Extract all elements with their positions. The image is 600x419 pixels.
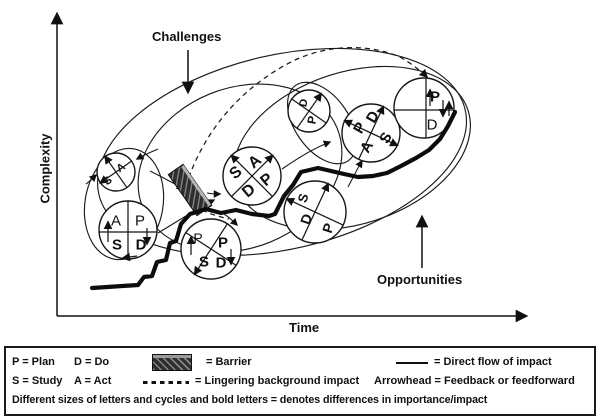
- axes: [50, 11, 529, 323]
- pdsa-cycle-1: S A: [96, 152, 136, 192]
- connector-into-cycle1: [85, 173, 98, 185]
- opportunities-label: Opportunities: [377, 272, 463, 287]
- pdsa-cycle-7: D P A S: [341, 103, 401, 163]
- x-axis-label: Time: [289, 320, 320, 335]
- dashed-line-icon: [143, 381, 189, 384]
- connector-into-left-envelope: [135, 148, 159, 160]
- cycle-circle: [393, 77, 455, 139]
- pdsa-cycle-5: S D P: [283, 180, 347, 244]
- connector-into-cycle4: [223, 213, 239, 227]
- cycle-letter: D: [216, 255, 227, 272]
- barrier-icon: [152, 354, 192, 371]
- connector-up-into-cycle7: [347, 159, 363, 188]
- connector-mid-to-cycle7: [281, 140, 332, 170]
- cycle-cross: [343, 105, 399, 160]
- challenges-label: Challenges: [152, 29, 222, 44]
- cycle-cross: [99, 201, 157, 262]
- cycle-letter: A: [111, 213, 121, 230]
- cycle-letter: D: [297, 98, 310, 108]
- y-axis-label: Complexity: [37, 133, 53, 204]
- cycle-letter: P: [218, 235, 228, 252]
- legend: P = Plan D = Do = Barrier = Direct flow …: [4, 346, 596, 416]
- impact-envelopes: [83, 47, 471, 261]
- cycle-letter: S: [112, 237, 122, 254]
- legend-note: Different sizes of letters and cycles an…: [12, 394, 488, 406]
- pdsa-cycle-8: P D: [393, 77, 455, 139]
- cycle-arrows: [186, 235, 236, 266]
- legend-lingering: = Lingering background impact: [195, 375, 360, 387]
- connector-barrier-to-cycle3: [206, 190, 222, 198]
- cycle-letter: P: [135, 213, 145, 230]
- cycle-letter: P: [193, 230, 202, 246]
- envelope-outer: [96, 47, 468, 257]
- legend-d-do: D = Do: [74, 356, 110, 368]
- legend-a-act: A = Act: [74, 375, 112, 387]
- lingering-impact-curve: [185, 46, 429, 187]
- envelope-top-small: [286, 81, 358, 165]
- cycle-letter: D: [136, 237, 147, 254]
- cycle-letter: P: [430, 89, 440, 106]
- legend-barrier: = Barrier: [206, 356, 252, 368]
- legend-direct-flow: = Direct flow of impact: [434, 356, 552, 368]
- cycle-cross: [230, 154, 274, 197]
- cycle-letter: S: [199, 254, 209, 271]
- direct-flow-line: [89, 109, 458, 291]
- cycle-letter: D: [297, 212, 315, 227]
- cycle-cross: [285, 182, 344, 241]
- pdsa-cycle-2: A P S D: [98, 200, 158, 262]
- diagram-canvas: S A A P S D A P S D: [50, 11, 529, 323]
- legend-arrowhead: Arrowhead = Feedback or feedforward: [374, 375, 575, 387]
- pdsa-cycle-6: D P: [287, 89, 331, 133]
- direct-flow-line-icon: [396, 362, 428, 364]
- pdsa-cycle-4: P P S D: [180, 218, 242, 280]
- legend-s-study: S = Study: [12, 375, 63, 387]
- pdsa-cycle-3: A P S D: [222, 146, 282, 206]
- cycle-cross: [99, 155, 132, 188]
- legend-p-plan: P = Plan: [12, 356, 55, 368]
- cycle-cross: [291, 92, 327, 129]
- cycle-cross: [394, 78, 454, 138]
- cycle-letter: D: [427, 117, 438, 134]
- cycle-letter: P: [304, 115, 319, 125]
